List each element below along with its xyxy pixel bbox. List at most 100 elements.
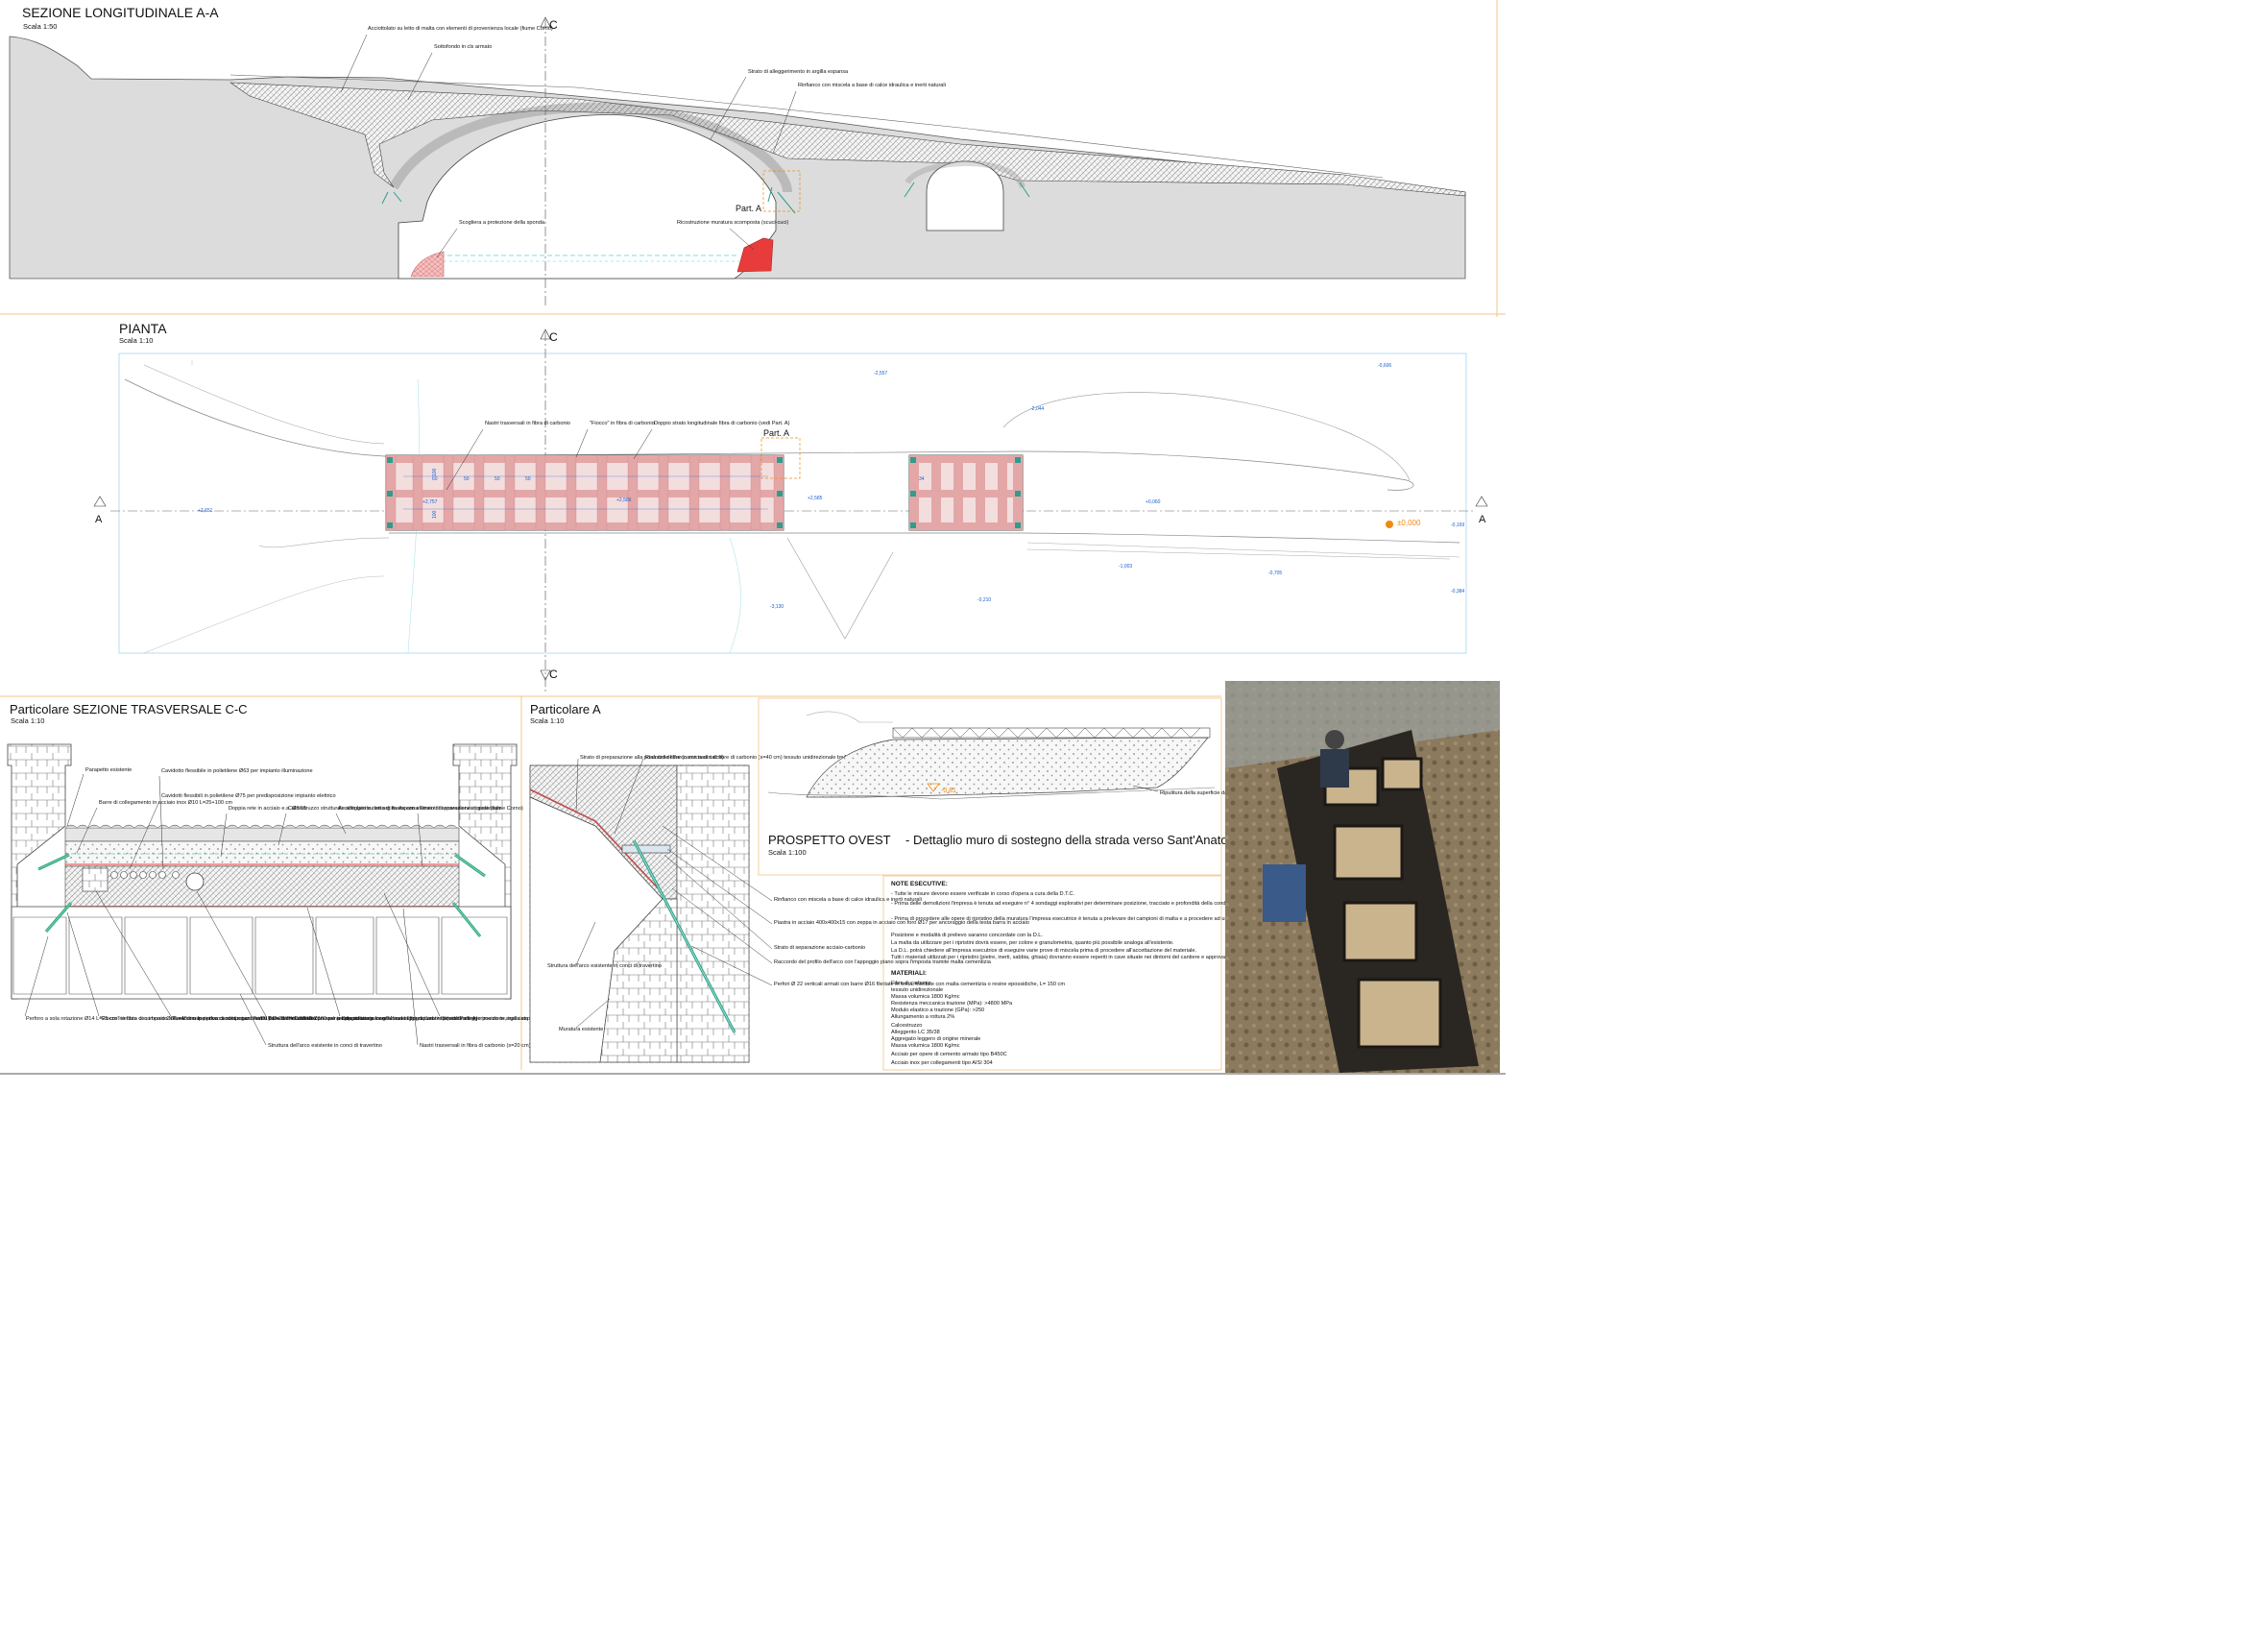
note-ricostruzione: Ricostruzione muratura scomposta (scuci-… <box>677 220 788 226</box>
secondary-arch-ring <box>905 160 1025 189</box>
support-marker <box>767 186 796 214</box>
part-a-label: Part. A <box>736 204 761 213</box>
elevation-scale: Scala 1:100 <box>768 848 807 857</box>
material-line: Fibre di carbonio <box>891 981 931 986</box>
material-line: Calcestruzzo <box>891 1023 922 1029</box>
notes-title: NOTE ESECUTIVE: <box>891 881 948 887</box>
zero-level-label: ±0,000 <box>1397 519 1421 527</box>
material-line: Allungamento a rottura 2% <box>891 1014 954 1020</box>
grid-dim: 50 <box>525 476 531 482</box>
material-line: Massa volumica 1800 Kg/mc <box>891 1043 960 1049</box>
da-note-perfori: Perfori Ø 22 verticali armati con barre … <box>774 982 1065 987</box>
grid-dim-vertical: 100 <box>432 468 438 476</box>
level-mark: +2,585 <box>808 496 823 501</box>
execution-notes: NOTE ESECUTIVE: - Tutte le misure devono… <box>882 875 1481 1071</box>
note-alleggerimento: Strato di alleggerimento in argilla espa… <box>748 69 849 75</box>
plan-cut-label-bottom: C <box>549 667 558 681</box>
cut-label: C <box>549 18 558 32</box>
level-mark: -3,130 <box>770 604 784 610</box>
cc-note-alleggerimento: Strato di alleggerimento in argilla espa… <box>442 1016 600 1022</box>
cobble-layer <box>64 827 460 842</box>
section-aa-title: SEZIONE LONGITUDINALE A-A <box>22 5 219 20</box>
axis-a-label-right: A <box>1479 514 1486 525</box>
notes-item: Tutti i materiali utilizzati per i ripri… <box>891 955 1292 960</box>
da-note-raccordo: Raccordo del profilo dell'arco con l'app… <box>774 959 992 965</box>
plan-title: PIANTA <box>119 321 167 336</box>
section-cc-title: Particolare SEZIONE TRASVERSALE C-C <box>10 702 248 716</box>
elevation-title: PROSPETTO OVEST <box>768 833 891 847</box>
level-mark: -2,044 <box>1030 406 1044 412</box>
grid-dim: 60 <box>432 476 438 482</box>
material-line: Alleggerito LC 35/38 <box>891 1030 940 1035</box>
cc-note-gas: Posizione ipotetica condotta gas. Prima … <box>173 1016 594 1022</box>
gas-conduit-box <box>82 867 109 892</box>
riprap-scogliera <box>410 251 445 278</box>
grid-dim: 50 <box>464 476 470 482</box>
level-mark: -2,557 <box>874 371 887 376</box>
cc-note-pvc: Tubo in PVC SN-8 Ø160 per predisposizion… <box>268 1016 434 1022</box>
plan-cut-label-top: C <box>549 330 558 344</box>
elevation-frame <box>758 697 1222 876</box>
plan-part-a-label: Part. A <box>763 428 789 438</box>
plan-note-doppio: Doppio strato longitudinale fibra di car… <box>654 421 790 426</box>
parapet-left <box>7 743 72 1000</box>
cc-note-barre: Barre di collegamento in acciaio inox Ø1… <box>99 800 232 806</box>
cc-note-geotessile: Strato di separazione in geotessile <box>420 806 502 812</box>
notes-item: - Prima delle demolizioni l'impresa è te… <box>891 901 1276 907</box>
notes-item: - Tutte le misure devono essere verifica… <box>891 891 1074 897</box>
cc-note-cavidotti-75: Cavidotti flessibili in polietilene Ø75 … <box>161 793 336 799</box>
note-acciottolato: Acciottolato su letto di malta con eleme… <box>368 26 553 32</box>
support-marker <box>904 182 1030 198</box>
plan-note-nastri: Nastri trasversali in fibra di carbonio <box>485 421 570 426</box>
level-mark: +2,757 <box>422 499 438 505</box>
material-line: tessuto unidirezionale <box>891 987 943 993</box>
arch-blocks <box>11 906 512 1000</box>
pvc-pipe <box>185 872 205 891</box>
da-note-muratura: Muratura esistente <box>559 1027 603 1032</box>
da-note-rinforzo: Rinforzo dell'arco con nastri di fibre d… <box>645 755 936 761</box>
secondary-arch-opening <box>926 160 1004 231</box>
axis-a-label-left: A <box>95 514 103 525</box>
notes-frame <box>882 875 1222 1071</box>
steel-plate <box>621 844 671 854</box>
level-mark: +0,060 <box>1146 499 1161 505</box>
notes-item: Posizione e modalità di prelievo saranno… <box>891 933 1043 938</box>
notes-item: - Prima di procedere alle opere di ripri… <box>891 916 1481 922</box>
cc-note-arco: Struttura dell'arco esistente in conci d… <box>268 1043 382 1049</box>
level-mark: -0,169 <box>1451 522 1464 528</box>
note-sottofondo: Sottofondo in cls armato <box>434 44 492 50</box>
cut-arrow <box>540 16 551 28</box>
cobbles <box>64 824 458 829</box>
cc-note-fiocco: "Fiocco" in fibra di carbonio Ø8 L=45 cm… <box>100 1016 368 1022</box>
plan-view: PIANTA Scala 1:10 A A C C <box>93 321 1488 692</box>
grid-dim-vertical: 100 <box>432 510 438 519</box>
material-line: Massa volumica 1800 Kg/mc <box>891 994 960 1000</box>
carbon-grid-main: 60 50 50 50 100 100 <box>385 454 784 531</box>
da-note-rinfianco: Rinfianco con miscela a base di calce id… <box>774 897 922 903</box>
cc-note-doppio-strato: Doppio strato longitudinale fibra di car… <box>342 1016 478 1022</box>
cc-note-parapetto: Parapetto esistente <box>85 767 132 773</box>
grid-dim: 50 <box>495 476 500 482</box>
road-deck-line <box>229 74 1384 179</box>
grid-dim: 34 <box>919 476 925 482</box>
carbon-strip <box>529 789 664 894</box>
cc-note-rete: Doppia rete in acciaio e.s. Ø8/15 <box>229 806 306 812</box>
cc-note-cavidotto-63: Cavidotto flessibile in polietilene Ø63 … <box>161 768 313 774</box>
cc-note-acciottolato: Acciottolato su letto di malta con eleme… <box>338 806 523 812</box>
notes-item: La malta da utilizzare per i ripristini … <box>891 940 1174 946</box>
material-line: Acciaio inox per collegamenti tipo AISI … <box>891 1060 993 1066</box>
zero-level-icon <box>1386 521 1393 528</box>
material-line: Modulo elastico a trazione (GPa): >250 <box>891 1007 984 1013</box>
elevation-level: -0,81 <box>941 788 956 794</box>
level-mark: +2,586 <box>616 498 632 503</box>
cc-note-perforo: Perforo a sola rotazione Ø14 L=25 cm ini… <box>26 1016 316 1022</box>
cc-note-calcestruzzo: Calcestruzzo strutturale alleggerito con… <box>288 806 420 812</box>
main-arch-ring <box>389 102 792 193</box>
section-aa-scale: Scala 1:50 <box>23 22 57 31</box>
note-rinfianco: Rinfianco con miscela a base di calce id… <box>798 83 946 88</box>
level-mark: -0,384 <box>1451 589 1464 595</box>
longitudinal-section: SEZIONE LONGITUDINALE A-A Scala 1:50 Par… <box>9 5 1466 307</box>
da-note-separazione: Strato di separazione acciaio-carbonio <box>774 945 865 951</box>
fill-layer <box>229 82 1466 197</box>
site-photo <box>1225 681 1500 1073</box>
